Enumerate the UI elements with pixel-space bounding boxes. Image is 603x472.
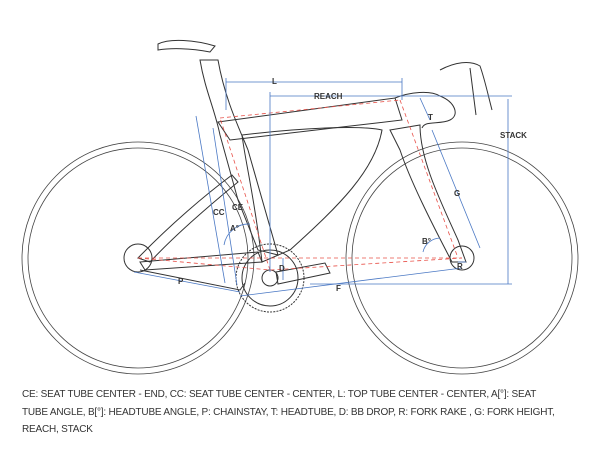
label-F: F bbox=[336, 284, 341, 293]
label-reach: REACH bbox=[314, 92, 343, 101]
label-G: G bbox=[454, 189, 460, 198]
label-stack: STACK bbox=[500, 131, 527, 140]
label-CE: CE bbox=[232, 203, 244, 212]
label-T: T bbox=[428, 113, 433, 122]
label-P: P bbox=[178, 277, 184, 286]
geometry-legend-caption: CE: SEAT TUBE CENTER - END, CC: SEAT TUB… bbox=[22, 389, 555, 435]
bike-frame bbox=[137, 39, 493, 291]
dimension-lines bbox=[133, 78, 512, 297]
label-D: D bbox=[279, 264, 285, 273]
label-R: R bbox=[457, 262, 463, 271]
center-lines bbox=[137, 99, 463, 271]
label-A: A° bbox=[230, 224, 239, 233]
label-CC: CC bbox=[213, 208, 225, 217]
bike-geometry-diagram: L REACH STACK T G CC CE A° B° D R P F bbox=[21, 39, 579, 375]
label-L: L bbox=[272, 77, 277, 86]
label-B: B° bbox=[422, 237, 431, 246]
